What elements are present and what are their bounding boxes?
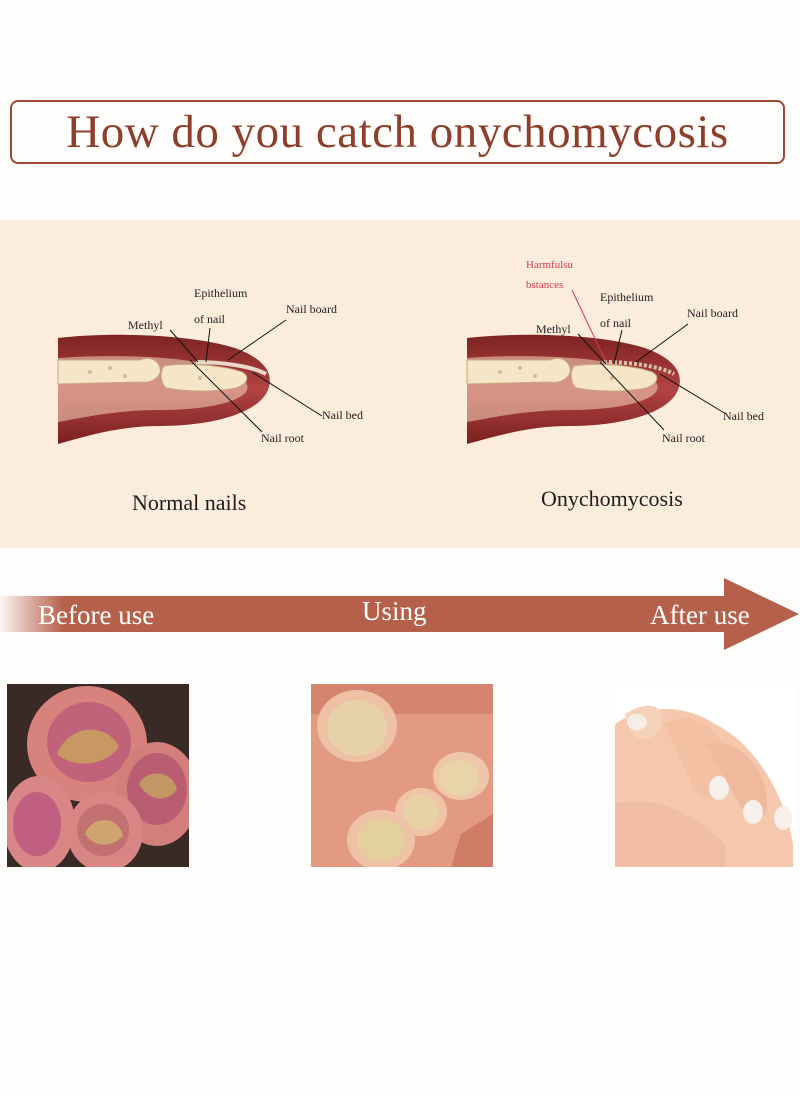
onycho-epithelium-label-1: Epithelium xyxy=(600,290,654,304)
progress-arrow-shape xyxy=(0,578,799,650)
after-use-label: After use xyxy=(650,600,750,630)
normal-nail-board-label: Nail board xyxy=(286,302,337,316)
onycho-methyl-label: Methyl xyxy=(536,322,571,336)
onycho-nail-board-label: Nail board xyxy=(687,306,738,320)
normal-epithelium-label-2: of nail xyxy=(194,312,226,326)
progress-arrow: Before use Using After use xyxy=(0,576,800,652)
normal-finger-diagram xyxy=(57,334,270,444)
page-title-box: How do you catch onychomycosis xyxy=(10,100,785,164)
normal-methyl-label: Methyl xyxy=(128,318,163,332)
onychomycosis-finger-diagram xyxy=(466,334,680,444)
normal-epithelium-label-1: Epithelium xyxy=(194,286,248,300)
onycho-epithelium-label-2: of nail xyxy=(600,316,632,330)
harmful-substances-label-2: bstances xyxy=(526,279,563,291)
after-use-photo xyxy=(615,684,797,867)
nail-diagrams-svg: Epithelium of nail Methyl Nail board Nai… xyxy=(57,259,764,445)
normal-nails-caption: Normal nails xyxy=(132,490,247,515)
onychomycosis-leader-lines xyxy=(577,323,727,431)
onycho-nail-bed-label: Nail bed xyxy=(723,409,764,423)
page-title: How do you catch onychomycosis xyxy=(66,106,729,158)
before-use-photo xyxy=(7,684,189,867)
harmful-substances-label-1: Harmfulsu xyxy=(526,259,574,271)
onychomycosis-caption: Onychomycosis xyxy=(541,486,683,511)
nail-anatomy-panel: Epithelium of nail Methyl Nail board Nai… xyxy=(0,220,800,548)
before-use-label: Before use xyxy=(38,600,155,630)
normal-nail-bed-label: Nail bed xyxy=(322,408,363,422)
onycho-nail-root-label: Nail root xyxy=(662,431,706,445)
using-label: Using xyxy=(362,596,427,626)
normal-nail-root-label: Nail root xyxy=(261,431,305,445)
normal-leader-lines xyxy=(169,319,323,433)
using-photo xyxy=(311,684,493,867)
